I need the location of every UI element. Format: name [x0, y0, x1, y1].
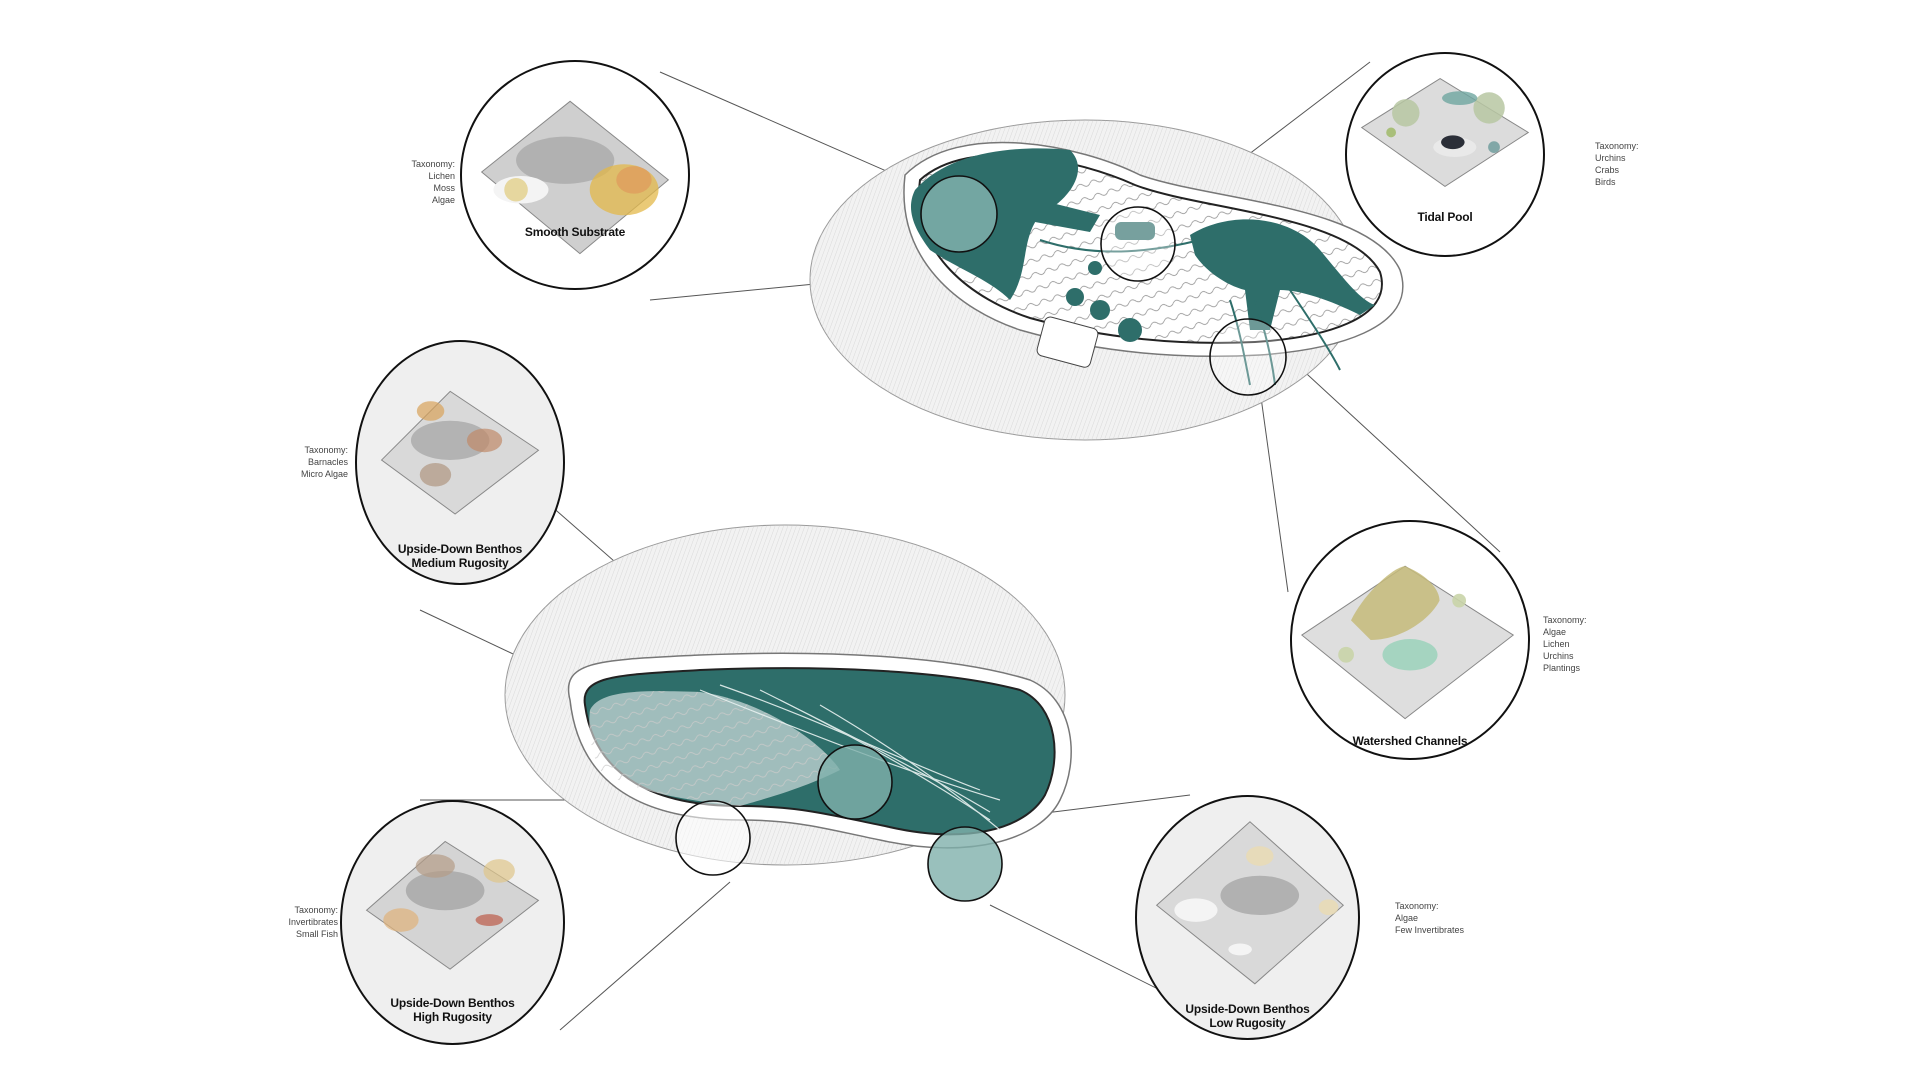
- taxonomy-item: Birds: [1595, 177, 1616, 187]
- taxonomy-item: Moss: [433, 183, 455, 193]
- taxonomy-item: Algae: [431, 195, 455, 205]
- terrain-vignette: [1360, 77, 1530, 187]
- terrain-vignette: [1301, 565, 1515, 720]
- taxonomy-item: Few Invertibrates: [1395, 925, 1465, 935]
- callout-title: Smooth Substrate: [524, 225, 626, 239]
- terrain-vignette: [380, 390, 540, 515]
- callout-title: Upside-Down Benthos Low Rugosity: [1185, 1002, 1310, 1030]
- taxonomy-item: Crabs: [1595, 165, 1620, 175]
- callout-tidal-pool: Tidal Pool: [1345, 52, 1545, 257]
- taxonomy-item: Barnacles: [307, 457, 348, 467]
- taxonomy-watershed-channels: Taxonomy: Algae Lichen Urchins Plantings: [1543, 614, 1613, 674]
- callout-title: Tidal Pool: [1417, 210, 1473, 224]
- callout-title: Watershed Channels: [1352, 734, 1468, 748]
- taxonomy-label: Taxonomy:: [1543, 615, 1587, 625]
- taxonomy-benthos-medium: Taxonomy: Barnacles Micro Algae: [280, 444, 348, 480]
- lower-plan: [504, 524, 1072, 902]
- callout-title: Upside-Down Benthos High Rugosity: [390, 996, 515, 1024]
- terrain-vignette: [1155, 821, 1345, 985]
- taxonomy-item: Urchins: [1595, 153, 1626, 163]
- callout-watershed-channels: Watershed Channels: [1290, 520, 1530, 760]
- taxonomy-item: Lichen: [1543, 639, 1570, 649]
- taxonomy-item: Micro Algae: [300, 469, 348, 479]
- taxonomy-smooth-substrate: Taxonomy: Lichen Moss Algae: [400, 158, 455, 206]
- callout-benthos-high: Upside-Down Benthos High Rugosity: [340, 800, 565, 1045]
- taxonomy-label: Taxonomy:: [411, 159, 455, 169]
- taxonomy-label: Taxonomy:: [304, 445, 348, 455]
- taxonomy-benthos-high: Taxonomy: Invertibrates Small Fish: [270, 904, 338, 940]
- taxonomy-item: Invertibrates: [288, 917, 338, 927]
- taxonomy-item: Algae: [1543, 627, 1567, 637]
- taxonomy-label: Taxonomy:: [1395, 901, 1439, 911]
- callout-smooth-substrate: Smooth Substrate: [460, 60, 690, 290]
- taxonomy-item: Urchins: [1543, 651, 1574, 661]
- taxonomy-item: Small Fish: [295, 929, 338, 939]
- callout-benthos-medium: Upside-Down Benthos Medium Rugosity: [355, 340, 565, 585]
- taxonomy-tidal-pool: Taxonomy: Urchins Crabs Birds: [1595, 140, 1665, 188]
- upper-plan: [809, 119, 1404, 441]
- callout-title: Upside-Down Benthos Medium Rugosity: [397, 542, 523, 570]
- terrain-vignette: [480, 100, 670, 255]
- taxonomy-label: Taxonomy:: [1595, 141, 1639, 151]
- taxonomy-item: Lichen: [428, 171, 455, 181]
- terrain-vignette: [365, 840, 540, 970]
- callout-benthos-low: Upside-Down Benthos Low Rugosity: [1135, 795, 1360, 1040]
- taxonomy-item: Plantings: [1543, 663, 1581, 673]
- taxonomy-label: Taxonomy:: [294, 905, 338, 915]
- taxonomy-benthos-low: Taxonomy: Algae Few Invertibrates: [1395, 900, 1485, 936]
- taxonomy-item: Algae: [1395, 913, 1419, 923]
